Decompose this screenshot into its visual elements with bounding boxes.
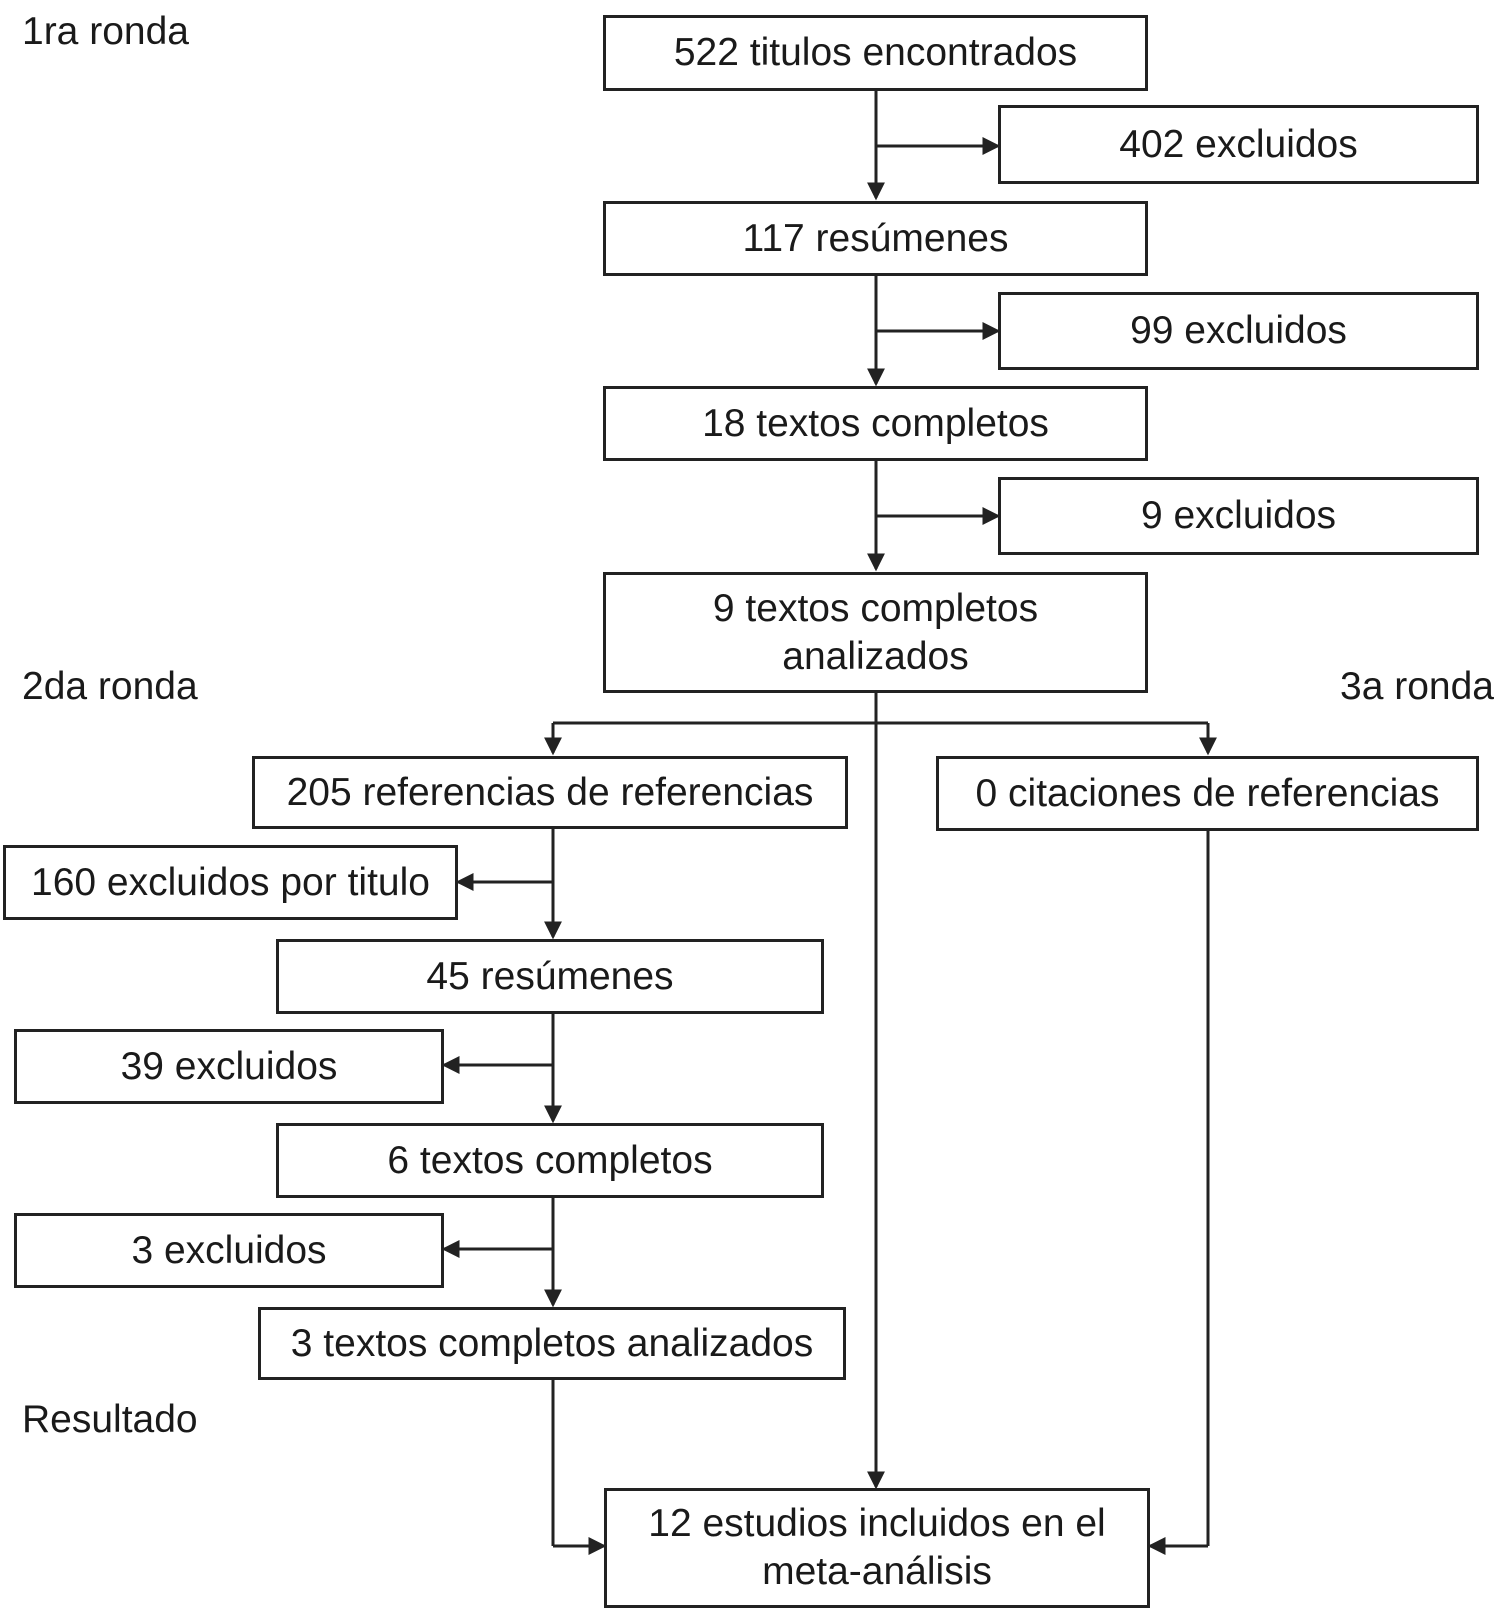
box-citations-text: 0 citaciones de referencias xyxy=(975,771,1440,815)
box-excluded-full-texts-r2: 3 excluidos xyxy=(14,1213,444,1288)
box-full-texts: 18 textos completos xyxy=(603,386,1148,461)
box-excluded-by-title-text: 160 excluidos por titulo xyxy=(31,860,430,904)
box-excluded-abstracts: 99 excluidos xyxy=(998,292,1479,370)
box-result-line2: meta-análisis xyxy=(762,1550,992,1593)
box-abstracts-r2: 45 resúmenes xyxy=(276,939,824,1014)
box-excluded-abstracts-text: 99 excluidos xyxy=(1130,309,1347,353)
round-label-result: Resultado xyxy=(22,1398,198,1441)
box-full-texts-text: 18 textos completos xyxy=(702,401,1049,445)
box-excluded-titles: 402 excluidos xyxy=(998,105,1479,184)
box-analyzed-r2: 3 textos completos analizados xyxy=(258,1307,846,1380)
box-titles-found-text: 522 titulos encontrados xyxy=(673,31,1078,75)
box-excluded-titles-text: 402 excluidos xyxy=(1119,122,1358,166)
box-references-text: 205 referencias de referencias xyxy=(286,770,814,814)
round-label-third: 3a ronda xyxy=(1340,665,1494,708)
round-label-second: 2da ronda xyxy=(22,665,198,708)
box-excluded-abstracts-r2: 39 excluidos xyxy=(14,1029,444,1104)
box-analyzed-line2: analizados xyxy=(782,634,969,678)
box-result-line1: 12 estudios incluidos en el xyxy=(648,1502,1106,1546)
box-excluded-abstracts-r2-text: 39 excluidos xyxy=(120,1044,338,1088)
box-excluded-full-texts-r2-text: 3 excluidos xyxy=(131,1228,327,1272)
box-titles-found: 522 titulos encontrados xyxy=(603,15,1148,91)
box-citations: 0 citaciones de referencias xyxy=(936,756,1479,831)
round-label-first: 1ra ronda xyxy=(22,10,189,53)
box-result: 12 estudios incluidos en el meta-análisi… xyxy=(604,1488,1150,1608)
box-excluded-by-title: 160 excluidos por titulo xyxy=(3,845,458,920)
box-abstracts-r2-text: 45 resúmenes xyxy=(426,954,674,998)
box-excluded-full-texts: 9 excluidos xyxy=(998,477,1479,555)
box-abstracts-text: 117 resúmenes xyxy=(742,216,1009,260)
box-references: 205 referencias de referencias xyxy=(252,756,848,829)
box-analyzed-full-texts: 9 textos completos analizados xyxy=(603,572,1148,693)
box-full-texts-r2-text: 6 textos completos xyxy=(387,1138,713,1182)
box-full-texts-r2: 6 textos completos xyxy=(276,1123,824,1198)
box-analyzed-line1: 9 textos completos xyxy=(712,586,1039,630)
box-analyzed-r2-text: 3 textos completos analizados xyxy=(290,1321,814,1365)
box-abstracts: 117 resúmenes xyxy=(603,201,1148,276)
box-excluded-full-texts-text: 9 excluidos xyxy=(1140,494,1337,538)
